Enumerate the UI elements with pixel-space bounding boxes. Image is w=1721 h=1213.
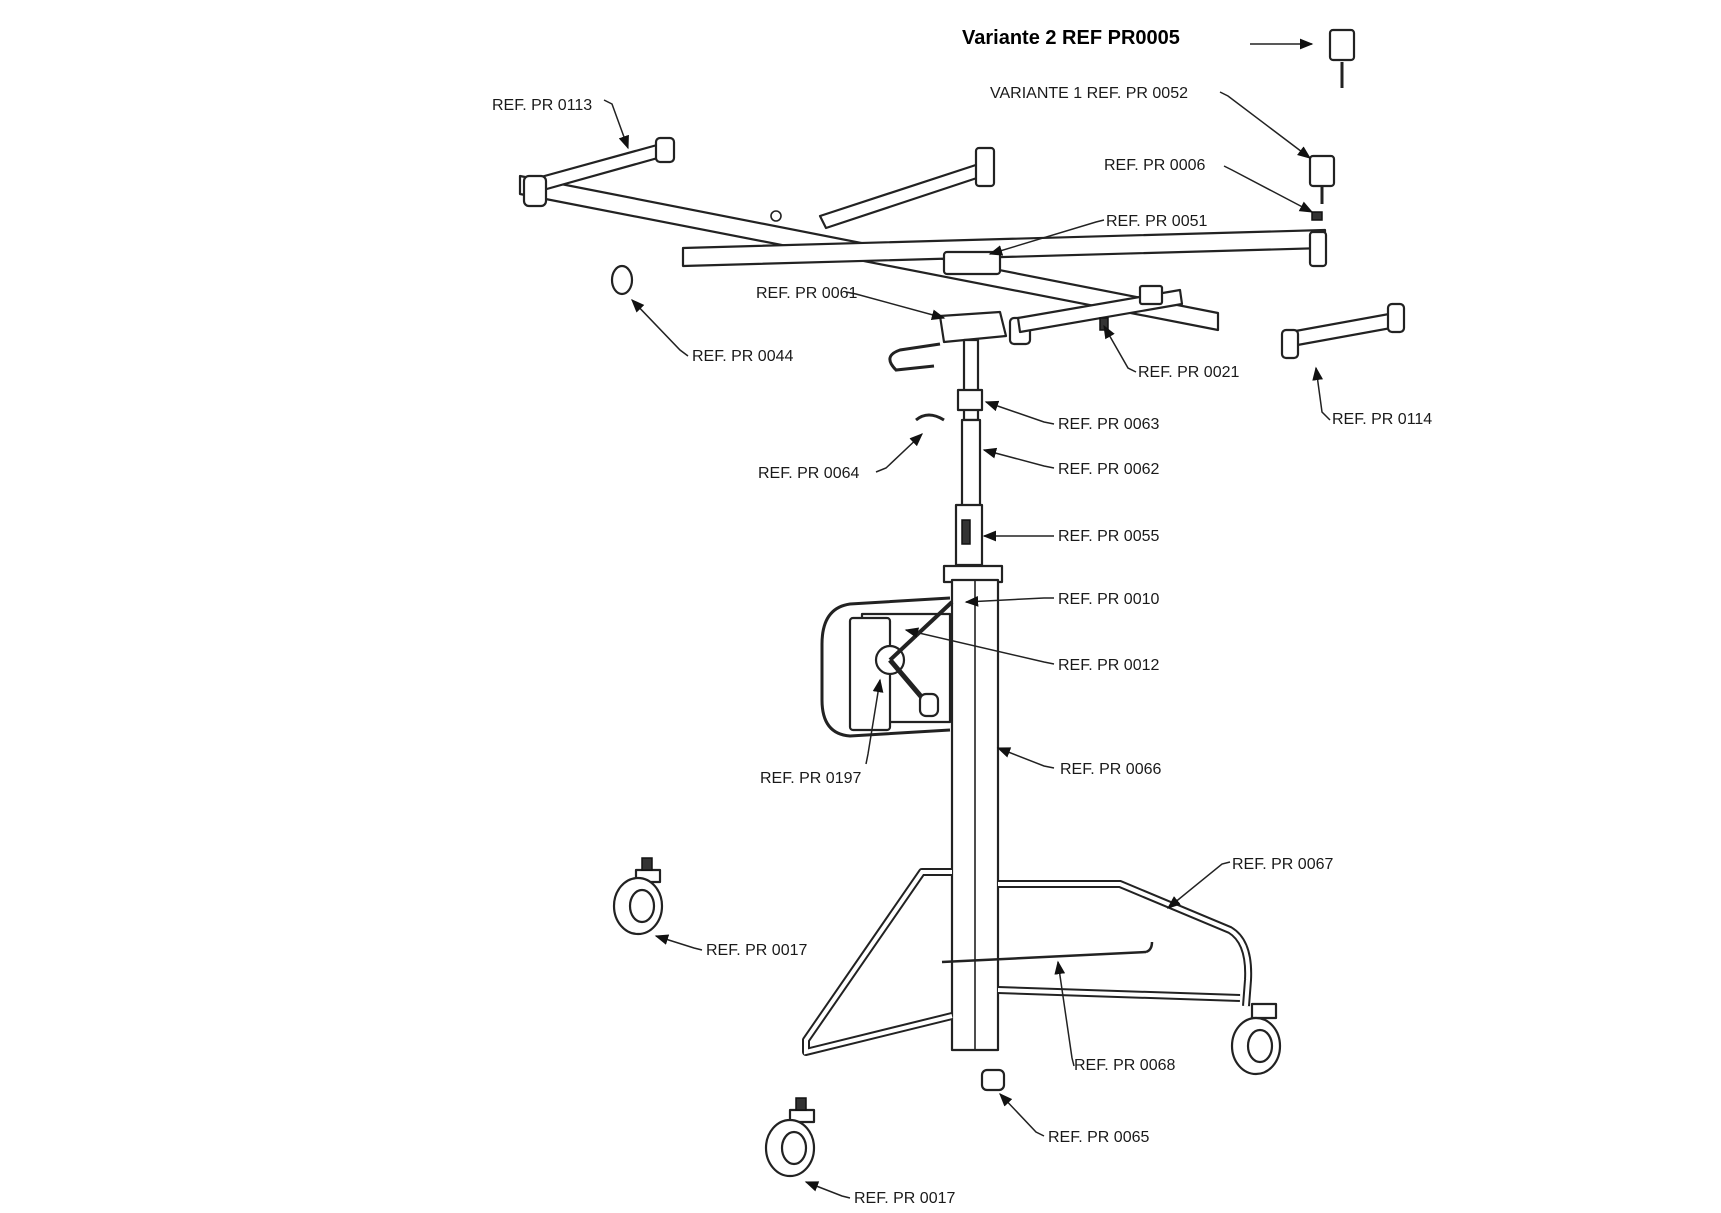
label-pr0017b: REF. PR 0017 bbox=[854, 1190, 955, 1207]
pin-pr0064 bbox=[915, 413, 945, 422]
label-pr0012: REF. PR 0012 bbox=[1058, 657, 1159, 674]
label-pr0066: REF. PR 0066 bbox=[1060, 761, 1161, 778]
clip-variante2 bbox=[1328, 28, 1356, 62]
castors bbox=[612, 857, 1282, 1178]
labels: Variante 2 REF PR0005 VARIANTE 1 REF. PR… bbox=[492, 27, 1432, 1207]
mast bbox=[888, 310, 1008, 1052]
head-plate bbox=[938, 310, 1008, 344]
part-pr0006 bbox=[1311, 211, 1323, 221]
leader-lines bbox=[603, 38, 1331, 1199]
label-pr0044: REF. PR 0044 bbox=[692, 348, 793, 365]
castor-upper-left bbox=[612, 857, 664, 936]
label-pr0113: REF. PR 0113 bbox=[492, 97, 592, 114]
label-pr0006: REF. PR 0006 bbox=[1104, 157, 1205, 174]
label-pr0061: REF. PR 0061 bbox=[756, 285, 857, 302]
clip-variante1 bbox=[1308, 154, 1336, 188]
winch-handle bbox=[918, 692, 940, 718]
label-pr0021: REF. PR 0021 bbox=[1138, 364, 1239, 381]
end-cap-left bbox=[522, 174, 548, 208]
variant2-title: Variante 2 REF PR0005 bbox=[962, 27, 1180, 49]
clamp-top-right bbox=[974, 146, 996, 188]
label-pr0068: REF. PR 0068 bbox=[1074, 1057, 1175, 1074]
roller-pr0065 bbox=[980, 1068, 1006, 1092]
cap-pr0044 bbox=[610, 264, 634, 296]
castor-bottom bbox=[764, 1097, 816, 1178]
label-pr0062: REF. PR 0062 bbox=[1058, 461, 1159, 478]
loose-parts bbox=[610, 28, 1356, 1092]
label-pr0067: REF. PR 0067 bbox=[1232, 856, 1333, 873]
label-pr0010: REF. PR 0010 bbox=[1058, 591, 1159, 608]
label-pr0055: REF. PR 0055 bbox=[1058, 528, 1159, 545]
winch bbox=[820, 596, 954, 738]
castor-right bbox=[1230, 1002, 1282, 1076]
label-pr0064: REF. PR 0064 bbox=[758, 465, 859, 482]
label-pr0052: VARIANTE 1 REF. PR 0052 bbox=[990, 85, 1188, 102]
base bbox=[802, 868, 1253, 1056]
label-pr0051: REF. PR 0051 bbox=[1106, 213, 1207, 230]
label-pr0197: REF. PR 0197 bbox=[760, 770, 861, 787]
top-frame bbox=[518, 136, 1406, 360]
label-pr0063: REF. PR 0063 bbox=[1058, 416, 1159, 433]
label-pr0017a: REF. PR 0017 bbox=[706, 942, 807, 959]
label-pr0065: REF. PR 0065 bbox=[1048, 1129, 1149, 1146]
label-pr0114: REF. PR 0114 bbox=[1332, 411, 1432, 428]
